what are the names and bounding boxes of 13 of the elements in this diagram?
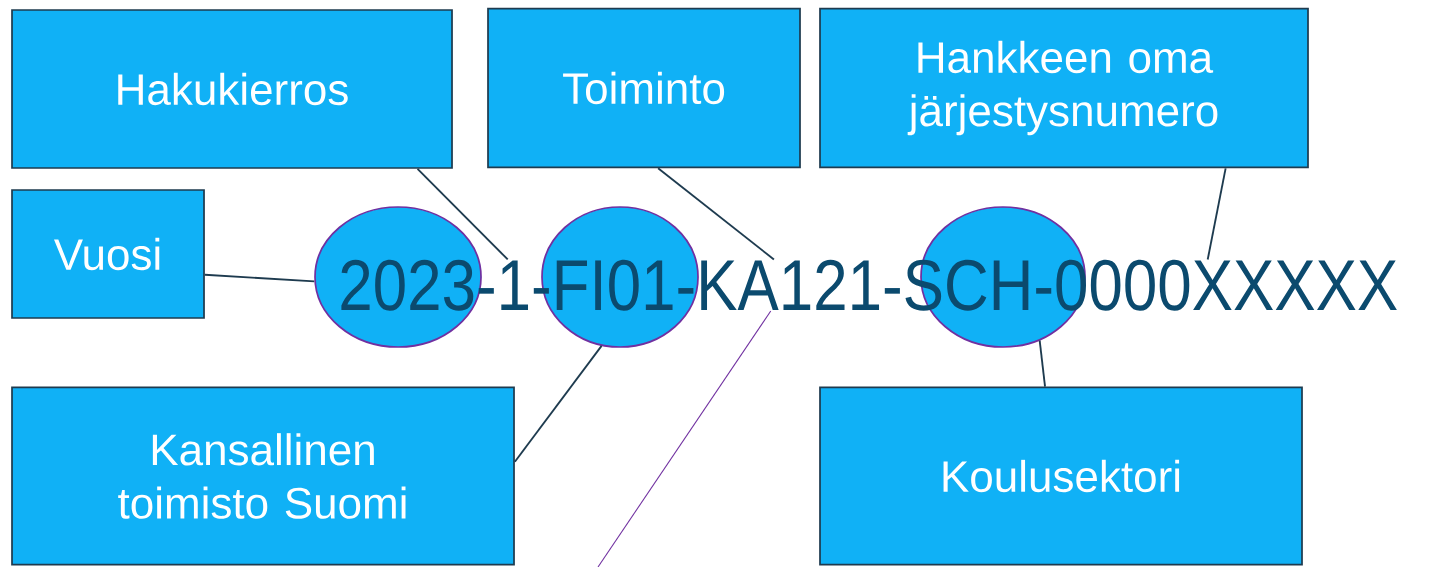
leader-line [416,167,509,261]
leader-line [597,310,772,567]
leader-line [1038,339,1046,388]
label-box: Hakukierros [11,9,453,169]
leader-line [513,344,603,463]
label-box: Hankkeen oma järjestysnumero [819,7,1309,169]
label-box: Vuosi [11,189,205,319]
label-box: Kansallinen toimisto Suomi [11,386,515,566]
leader-line [657,167,775,261]
leader-line [1206,167,1227,261]
leader-line [203,273,316,283]
label-box: Koulusektori [819,386,1303,566]
label-box: Toiminto [487,7,801,169]
